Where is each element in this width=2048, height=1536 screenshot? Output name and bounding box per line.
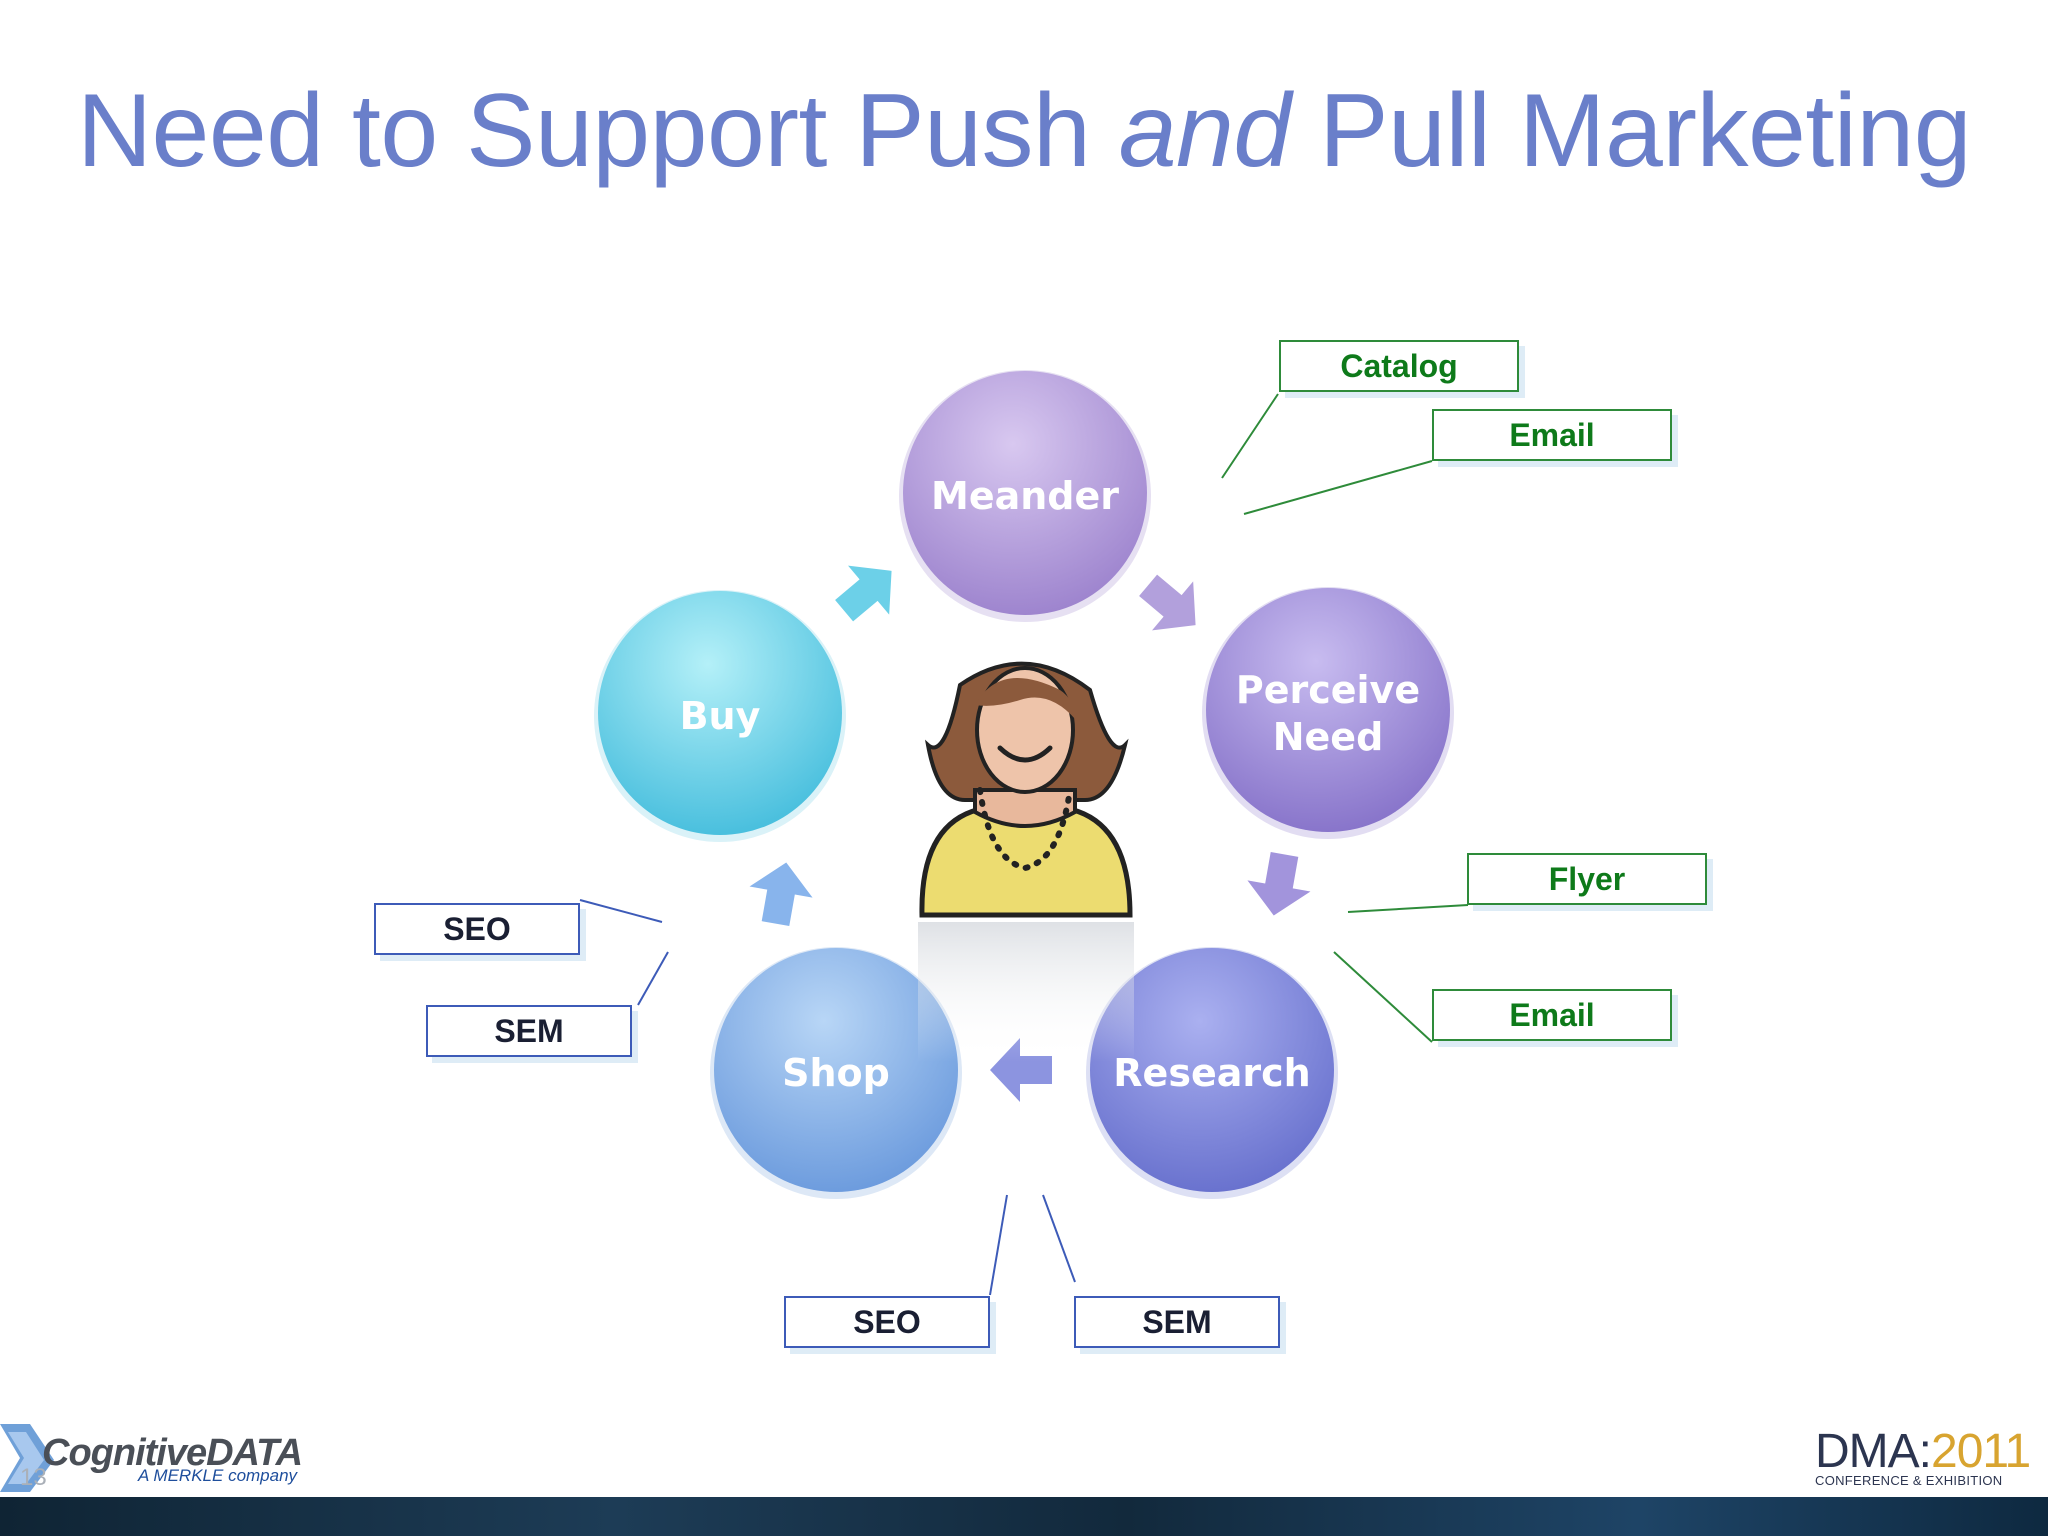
customer-icon — [918, 661, 1134, 1062]
title-emphasis: and — [1118, 73, 1292, 189]
pull-connectors — [579, 899, 1076, 1296]
pull-sem-bottom-box: SEM — [1074, 1296, 1280, 1348]
svg-text:Research: Research — [1113, 1051, 1310, 1095]
push-catalog-box: Catalog — [1279, 340, 1519, 392]
company-logo-subtitle: A MERKLE company — [138, 1466, 298, 1485]
push-email-bottom-box: Email — [1432, 989, 1672, 1041]
cognitivedata-logo-mark — [0, 1424, 54, 1492]
stage-research: Research — [1086, 947, 1338, 1199]
svg-text:Shop: Shop — [782, 1051, 890, 1095]
push-flyer-box: Flyer — [1467, 853, 1707, 905]
dma-2011-logo: DMA:2011 CONFERENCE & EXHIBITION — [1815, 1425, 2031, 1488]
slide-title: Need to Support Push and Pull Marketing — [76, 73, 1972, 189]
stage-meander: Meander — [899, 370, 1151, 622]
dma-year: 2011 — [1931, 1425, 2031, 1478]
pull-seo-left-box: SEO — [374, 903, 580, 955]
pull-sem-left-box: SEM — [426, 1005, 632, 1057]
arrow-perceive-to-research — [1247, 851, 1311, 916]
arrow-buy-to-meander — [835, 565, 892, 622]
svg-text:Need: Need — [1273, 715, 1384, 759]
dma-subtitle: CONFERENCE & EXHIBITION — [1815, 1473, 2003, 1488]
arrow-shop-to-buy — [749, 862, 813, 927]
arrow-meander-to-perceive — [1139, 574, 1196, 631]
svg-text:Meander: Meander — [931, 474, 1119, 518]
push-email-top-box: Email — [1432, 409, 1672, 461]
stage-buy: Buy — [594, 590, 846, 842]
pull-seo-bottom-box: SEO — [784, 1296, 990, 1348]
stage-shop: Shop — [710, 947, 962, 1199]
push-connectors — [1221, 393, 1469, 1043]
company-logo-text: CognitiveDATA — [42, 1432, 303, 1474]
page-number: 13 — [20, 1464, 47, 1491]
svg-text:Perceive: Perceive — [1236, 668, 1420, 712]
svg-text:Buy: Buy — [680, 694, 761, 738]
footer-band — [0, 1497, 2048, 1536]
stage-perceive-need: Perceive Need — [1202, 587, 1454, 839]
